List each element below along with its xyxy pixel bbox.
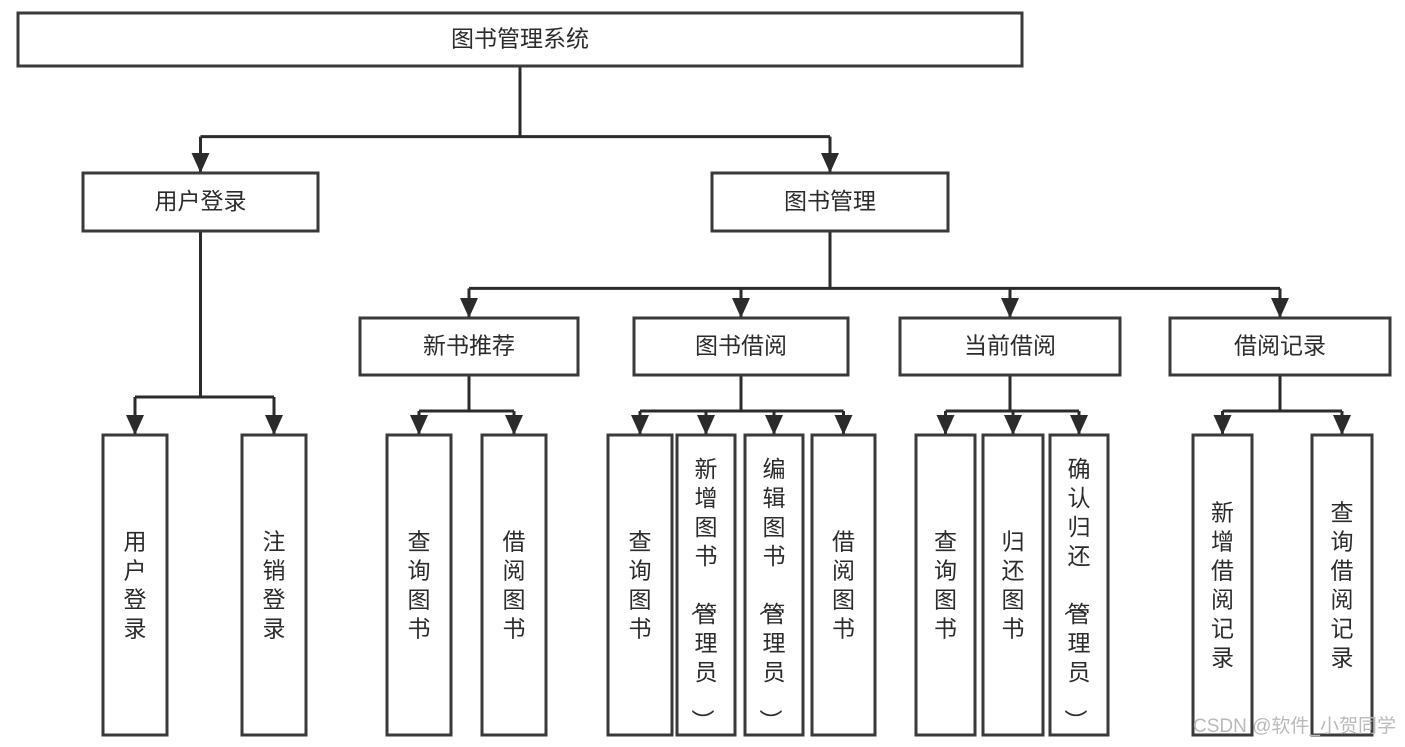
edge-group-borrow-record bbox=[1213, 375, 1351, 435]
arrow-head-icon bbox=[126, 415, 144, 435]
arrow-head-icon bbox=[460, 298, 478, 318]
node-box-leaf-user-login[interactable] bbox=[101, 433, 169, 737]
node-label-current-borrow: 当前借阅 bbox=[964, 333, 1056, 359]
edge-group-root bbox=[191, 66, 839, 173]
node-leaf-current-query-book[interactable]: 查询图书 bbox=[914, 433, 977, 737]
edge-group-user-login bbox=[126, 231, 283, 435]
node-leaf-user-login[interactable]: 用户登录 bbox=[101, 433, 169, 737]
node-label-leaf-record-query: 查询借阅记录 bbox=[1331, 500, 1354, 671]
arrow-head-icon bbox=[1333, 415, 1351, 435]
node-leaf-borrow-edit-book[interactable]: 编辑图书（管理员） bbox=[743, 433, 805, 737]
node-book-borrow[interactable]: 图书借阅 bbox=[632, 316, 850, 377]
edge-group-book-borrow bbox=[631, 375, 853, 435]
node-leaf-borrow-lend-book[interactable]: 借阅图书 bbox=[810, 433, 877, 737]
edge-group-new-book-rec bbox=[410, 375, 523, 435]
node-box-leaf-rec-query-book[interactable] bbox=[385, 433, 453, 737]
nodes-layer: 图书管理系统用户登录图书管理新书推荐图书借阅当前借阅借阅记录用户登录注销登录查询… bbox=[16, 11, 1392, 737]
arrow-head-icon bbox=[410, 415, 428, 435]
node-leaf-rec-borrow-book[interactable]: 借阅图书 bbox=[480, 433, 548, 737]
node-box-leaf-current-query-book[interactable] bbox=[914, 433, 977, 737]
node-box-leaf-borrow-query-book[interactable] bbox=[606, 433, 674, 737]
node-box-book-manage[interactable] bbox=[710, 171, 950, 233]
node-box-new-book-rec[interactable] bbox=[358, 316, 580, 377]
arrow-head-icon bbox=[265, 415, 283, 435]
arrow-head-icon bbox=[631, 415, 649, 435]
node-current-borrow[interactable]: 当前借阅 bbox=[898, 316, 1122, 377]
arrow-head-icon bbox=[1004, 415, 1022, 435]
node-label-leaf-current-return-book: 归还图书 bbox=[1002, 529, 1025, 642]
node-label-book-borrow: 图书借阅 bbox=[695, 333, 787, 359]
node-borrow-record[interactable]: 借阅记录 bbox=[1168, 316, 1392, 377]
node-box-leaf-borrow-lend-book[interactable] bbox=[810, 433, 877, 737]
node-leaf-record-query[interactable]: 查询借阅记录 bbox=[1310, 433, 1374, 737]
arrow-head-icon bbox=[505, 415, 523, 435]
edge-group-book-manage bbox=[460, 231, 1289, 318]
node-box-leaf-user-logout[interactable] bbox=[240, 433, 308, 737]
node-label-leaf-current-query-book: 查询图书 bbox=[934, 529, 957, 642]
node-box-leaf-borrow-edit-book[interactable] bbox=[743, 433, 805, 737]
node-book-manage[interactable]: 图书管理 bbox=[710, 171, 950, 233]
node-label-new-book-rec: 新书推荐 bbox=[423, 333, 515, 359]
node-box-leaf-current-confirm-return[interactable] bbox=[1048, 433, 1110, 737]
node-leaf-user-logout[interactable]: 注销登录 bbox=[240, 433, 308, 737]
node-label-user-login: 用户登录 bbox=[155, 188, 247, 214]
node-box-book-borrow[interactable] bbox=[632, 316, 850, 377]
node-label-leaf-rec-borrow-book: 借阅图书 bbox=[503, 529, 526, 642]
arrow-head-icon bbox=[765, 415, 783, 435]
node-box-leaf-rec-borrow-book[interactable] bbox=[480, 433, 548, 737]
node-leaf-borrow-add-book[interactable]: 新增图书（管理员） bbox=[675, 433, 737, 737]
arrow-head-icon bbox=[1213, 415, 1232, 435]
node-new-book-rec[interactable]: 新书推荐 bbox=[358, 316, 580, 377]
node-box-root[interactable] bbox=[16, 11, 1024, 68]
node-box-leaf-current-return-book[interactable] bbox=[981, 433, 1045, 737]
node-label-leaf-borrow-lend-book: 借阅图书 bbox=[832, 529, 855, 642]
node-leaf-borrow-query-book[interactable]: 查询图书 bbox=[606, 433, 674, 737]
node-box-borrow-record[interactable] bbox=[1168, 316, 1392, 377]
arrow-head-icon bbox=[1070, 415, 1088, 435]
edge-group-current-borrow bbox=[936, 375, 1088, 435]
arrow-head-icon bbox=[697, 415, 715, 435]
node-label-book-manage: 图书管理 bbox=[784, 188, 876, 214]
node-label-leaf-user-login: 用户登录 bbox=[124, 529, 147, 642]
node-box-current-borrow[interactable] bbox=[898, 316, 1122, 377]
node-label-leaf-rec-query-book: 查询图书 bbox=[408, 529, 431, 642]
node-label-leaf-current-confirm-return: 确认归还（管理员） bbox=[1063, 456, 1091, 732]
node-label-borrow-record: 借阅记录 bbox=[1234, 333, 1326, 359]
csdn-watermark: CSDN @软件_小贺同学 bbox=[1193, 715, 1396, 737]
node-label-leaf-borrow-query-book: 查询图书 bbox=[629, 529, 652, 642]
node-root[interactable]: 图书管理系统 bbox=[16, 11, 1024, 68]
node-leaf-current-confirm-return[interactable]: 确认归还（管理员） bbox=[1048, 433, 1110, 737]
arrow-head-icon bbox=[191, 153, 210, 173]
node-label-leaf-user-logout: 注销登录 bbox=[263, 529, 286, 642]
node-box-leaf-record-query[interactable] bbox=[1310, 433, 1374, 737]
node-label-leaf-borrow-add-book: 新增图书（管理员） bbox=[690, 456, 718, 732]
node-box-user-login[interactable] bbox=[81, 171, 320, 233]
node-leaf-rec-query-book[interactable]: 查询图书 bbox=[385, 433, 453, 737]
arrow-head-icon bbox=[936, 415, 955, 435]
edges-layer bbox=[126, 66, 1351, 435]
node-label-root: 图书管理系统 bbox=[451, 26, 589, 52]
arrow-head-icon bbox=[821, 153, 839, 173]
node-label-leaf-record-add: 新增借阅记录 bbox=[1211, 500, 1234, 671]
arrow-head-icon bbox=[1001, 298, 1019, 318]
arrow-head-icon bbox=[732, 298, 750, 318]
node-user-login[interactable]: 用户登录 bbox=[81, 171, 320, 233]
node-label-leaf-borrow-edit-book: 编辑图书（管理员） bbox=[758, 456, 786, 732]
arrow-head-icon bbox=[834, 415, 853, 435]
node-box-leaf-record-add[interactable] bbox=[1191, 433, 1254, 737]
node-leaf-current-return-book[interactable]: 归还图书 bbox=[981, 433, 1045, 737]
node-box-leaf-borrow-add-book[interactable] bbox=[675, 433, 737, 737]
arrow-head-icon bbox=[1271, 298, 1289, 318]
node-leaf-record-add[interactable]: 新增借阅记录 bbox=[1191, 433, 1254, 737]
